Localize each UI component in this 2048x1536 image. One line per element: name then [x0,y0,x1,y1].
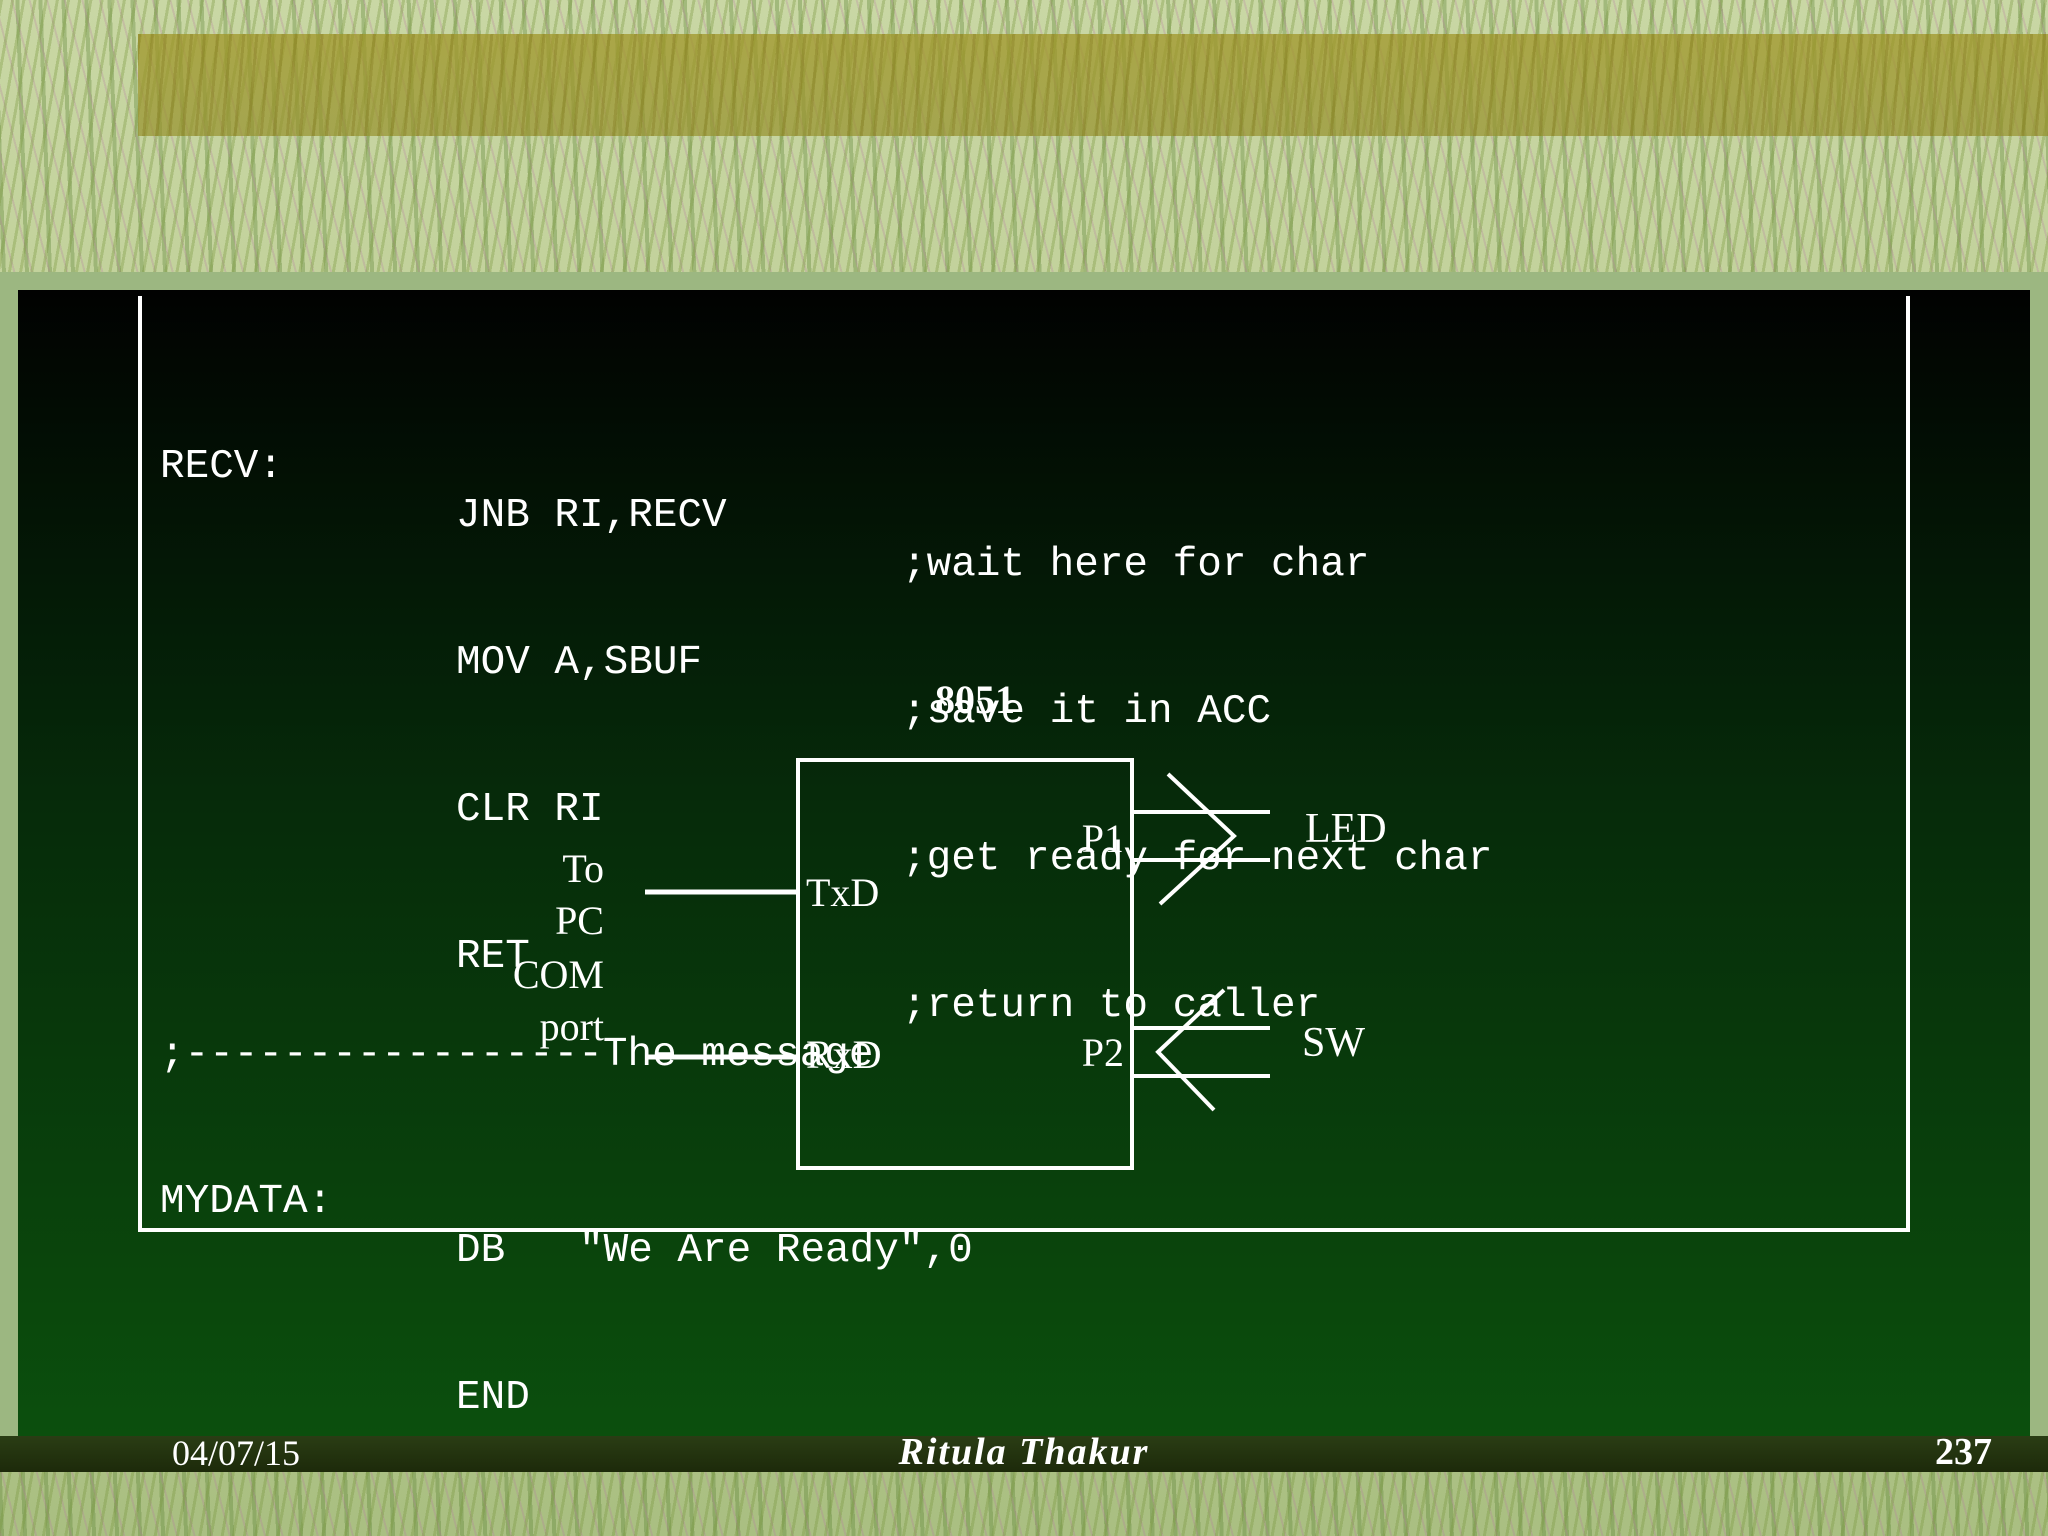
code-instruction: END [456,1375,530,1421]
code-instruction: RET [456,934,530,980]
footer-author: Ritula Thakur [898,1431,1150,1473]
pin-p2: P2 [1082,1030,1124,1075]
code-line: ;-----------------The message [160,982,874,1078]
pin-txd: TxD [806,870,879,915]
code-label: MYDATA: [160,1179,333,1225]
header-band [138,34,2048,136]
page-number: 237 [1935,1431,1992,1473]
code-instruction: MOV A,SBUF [456,640,703,686]
p2-bus-arrow [1132,988,1270,1112]
code-line: MOV A,SBUF ;save it in ACC [160,541,1271,735]
chip-box [796,758,1134,1170]
slide-box [138,296,1910,1232]
label-port: port [540,1004,604,1049]
label-to: To [562,846,604,891]
code-instruction: JNB RI,RECV [456,493,727,539]
pin-rxd: RxD [806,1032,882,1077]
sw-label: SW [1302,1020,1365,1066]
pin-p1: P1 [1082,816,1124,861]
code-comment: ;get ready for next char [902,836,1493,882]
code-separator-comment: ;-----------------The message [160,1032,874,1078]
code-line: RET ;return to caller [160,835,1320,1029]
code-line: RECV: JNB RI,RECV ;wait here for char [160,394,1369,588]
code-line: CLR RI ;get ready for next char [160,688,1493,882]
code-comment: ;wait here for char [902,542,1370,588]
p1-bus-arrow [1132,772,1270,906]
chip-title: 8051 [935,677,1015,722]
code-instruction: DB "We Are Ready",0 [456,1228,973,1274]
code-instruction: CLR RI [456,787,604,833]
footer-bar [0,1436,2048,1472]
code-line: END [160,1276,530,1421]
code-comment: ;return to caller [902,983,1321,1029]
led-label: LED [1305,806,1387,852]
code-line: MYDATA: DB "We Are Ready",0 [160,1129,973,1274]
content-panel [18,290,2030,1436]
footer-date: 04/07/15 [172,1433,301,1473]
code-comment: ;save it in ACC [902,689,1272,735]
label-com: COM [513,952,604,997]
code-listing: RECV: JNB RI,RECV ;wait here for char MO… [160,296,1493,1421]
label-pc: PC [555,898,604,943]
code-label: RECV: [160,444,284,490]
